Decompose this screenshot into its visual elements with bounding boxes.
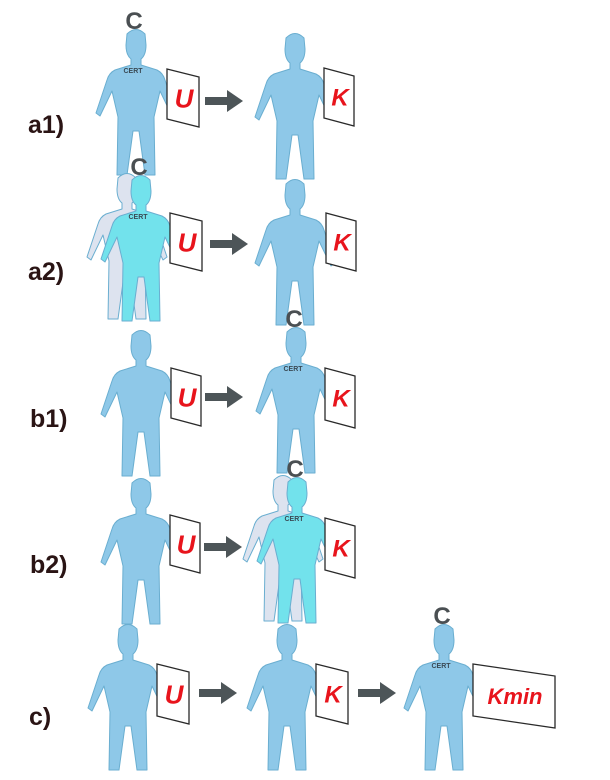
right-arrow-icon (358, 682, 396, 704)
card-letter: K (333, 230, 352, 257)
right-arrow-icon (199, 682, 237, 704)
certificate-badge: C (125, 8, 142, 35)
card-letter: K (324, 682, 343, 709)
cert-label: CERT (431, 663, 451, 670)
right-arrow-icon (205, 386, 243, 408)
person-silhouette-icon (100, 478, 182, 625)
row-label: b2) (30, 551, 68, 579)
person-silhouette-icon (254, 33, 336, 180)
person-silhouette-icon (87, 624, 169, 771)
card-letter: U (178, 382, 198, 412)
document-card-icon: U (156, 663, 190, 725)
row-label: a1) (28, 111, 64, 139)
card-letter: Kmin (488, 684, 543, 709)
right-arrow-icon (204, 536, 242, 558)
cert-label: CERT (283, 366, 303, 373)
person-silhouette-icon (255, 327, 337, 474)
document-card-icon: K (324, 367, 356, 429)
cert-label: CERT (128, 214, 148, 221)
document-card-icon: U (169, 514, 201, 574)
document-card-icon: U (166, 68, 200, 128)
person-silhouette-icon (246, 624, 328, 771)
certificate-badge: C (130, 154, 147, 181)
document-card-icon: K (325, 212, 357, 272)
card-letter: U (175, 83, 195, 113)
card-letter: U (177, 529, 197, 559)
certificate-badge: C (286, 456, 303, 483)
document-card-icon: U (169, 212, 203, 272)
row-label: b1) (30, 405, 68, 433)
document-card-icon: K (324, 517, 356, 579)
certificate-badge: C (433, 603, 450, 630)
row-label: c) (29, 703, 51, 731)
right-arrow-icon (205, 90, 243, 112)
card-letter: K (331, 85, 350, 112)
document-card-icon: K (315, 663, 349, 725)
cert-label: CERT (123, 68, 143, 75)
card-letter: U (165, 679, 185, 709)
row-label: a2) (28, 258, 64, 286)
card-letter: U (178, 227, 198, 257)
card-letter: K (332, 536, 351, 563)
document-card-icon: K (323, 67, 355, 127)
document-card-icon: Kmin (472, 663, 556, 729)
document-card-icon: U (170, 367, 202, 427)
certificate-badge: C (285, 306, 302, 333)
cert-label: CERT (284, 516, 304, 523)
person-silhouette-icon (403, 624, 485, 771)
person-silhouette-icon (254, 179, 336, 326)
card-letter: K (332, 386, 351, 413)
right-arrow-icon (210, 233, 248, 255)
person-silhouette-icon (100, 330, 182, 477)
person-silhouette-icon (95, 29, 177, 176)
